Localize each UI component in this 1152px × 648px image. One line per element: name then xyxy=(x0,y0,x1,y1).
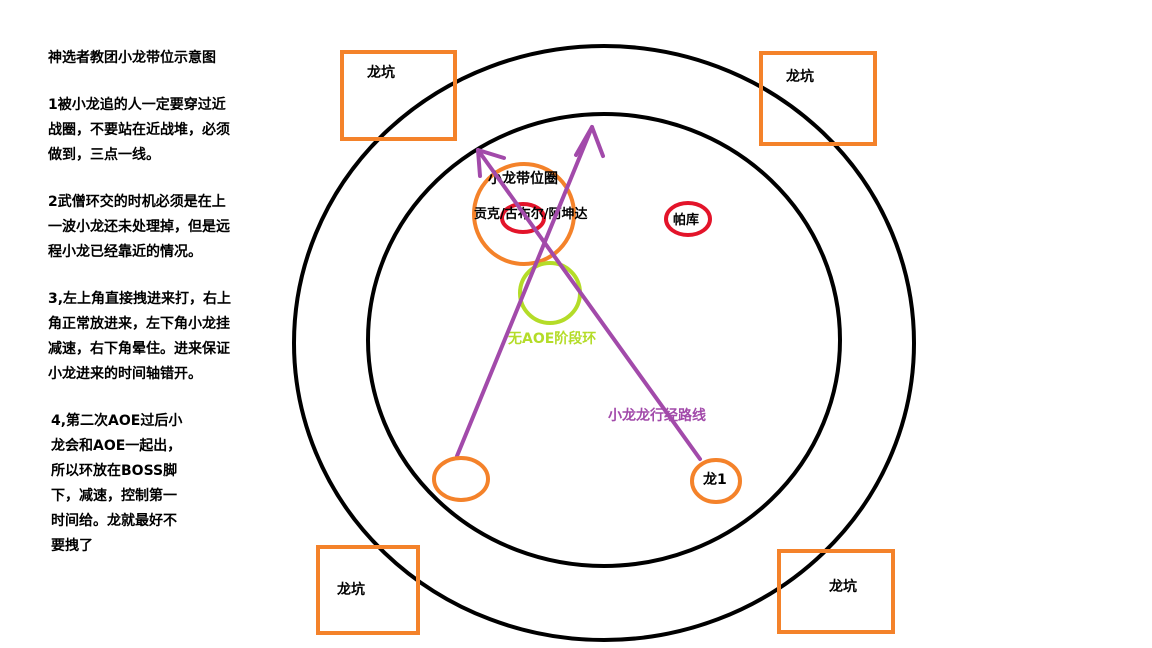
dragon-pit-top-left xyxy=(340,50,457,141)
notes-title: 神选者教团小龙带位示意图 xyxy=(48,50,216,66)
outer-arena-ring xyxy=(292,44,916,642)
boss-marker-left xyxy=(500,202,546,234)
dragon-pit-label: 龙坑 xyxy=(785,68,814,85)
dragon-pit-label: 龙坑 xyxy=(366,64,395,81)
arrowhead-icon xyxy=(574,125,605,158)
inner-melee-ring xyxy=(366,112,842,568)
dragon-path-2 xyxy=(476,148,702,461)
dragon-pit-bottom-left xyxy=(316,545,420,635)
boss-marker-pakku xyxy=(664,201,712,237)
note-2: 2武僧环交的时机必须是在上 一波小龙还未处理掉，但是远 程小龙已经靠近的情况。 xyxy=(48,194,230,260)
boss-names-label: 贡克/古布尔/阿坤达 xyxy=(474,206,588,222)
dragon-pit-label: 龙坑 xyxy=(828,578,857,595)
dragon-spawn-left xyxy=(432,456,490,502)
dragon1-label: 龙1 xyxy=(702,471,727,488)
position-circle-label: 小龙带位圈 xyxy=(488,170,558,187)
note-1: 1被小龙追的人一定要穿过近 战圈，不要站在近战堆，必须 做到，三点一线。 xyxy=(48,97,230,163)
dragon-pit-label: 龙坑 xyxy=(336,581,365,598)
dragon-path-label: 小龙龙行经路线 xyxy=(608,407,706,424)
strategy-notes: 神选者教团小龙带位示意图 1被小龙追的人一定要穿过近 战圈，不要站在近战堆，必须… xyxy=(48,46,263,581)
dragon-pit-bottom-right xyxy=(777,549,895,634)
note-3: 3,左上角直接拽进来打，右上 角正常放进来，左下角小龙挂 减速，右下角晕住。进来… xyxy=(48,291,232,382)
dragon-path-1 xyxy=(455,125,594,458)
dragon-pit-top-right xyxy=(759,51,877,146)
note-4: 4,第二次AOE过后小 龙会和AOE一起出， 所以环放在BOSS脚 下，减速，控… xyxy=(51,413,183,554)
pakku-label: 帕库 xyxy=(673,212,699,228)
arrowhead-icon xyxy=(476,148,506,178)
no-aoe-ring-label: 无AOE阶段环 xyxy=(507,330,596,347)
dragon-position-circle xyxy=(472,162,576,266)
dragon-spawn-right xyxy=(690,458,742,504)
no-aoe-ring xyxy=(518,261,582,325)
